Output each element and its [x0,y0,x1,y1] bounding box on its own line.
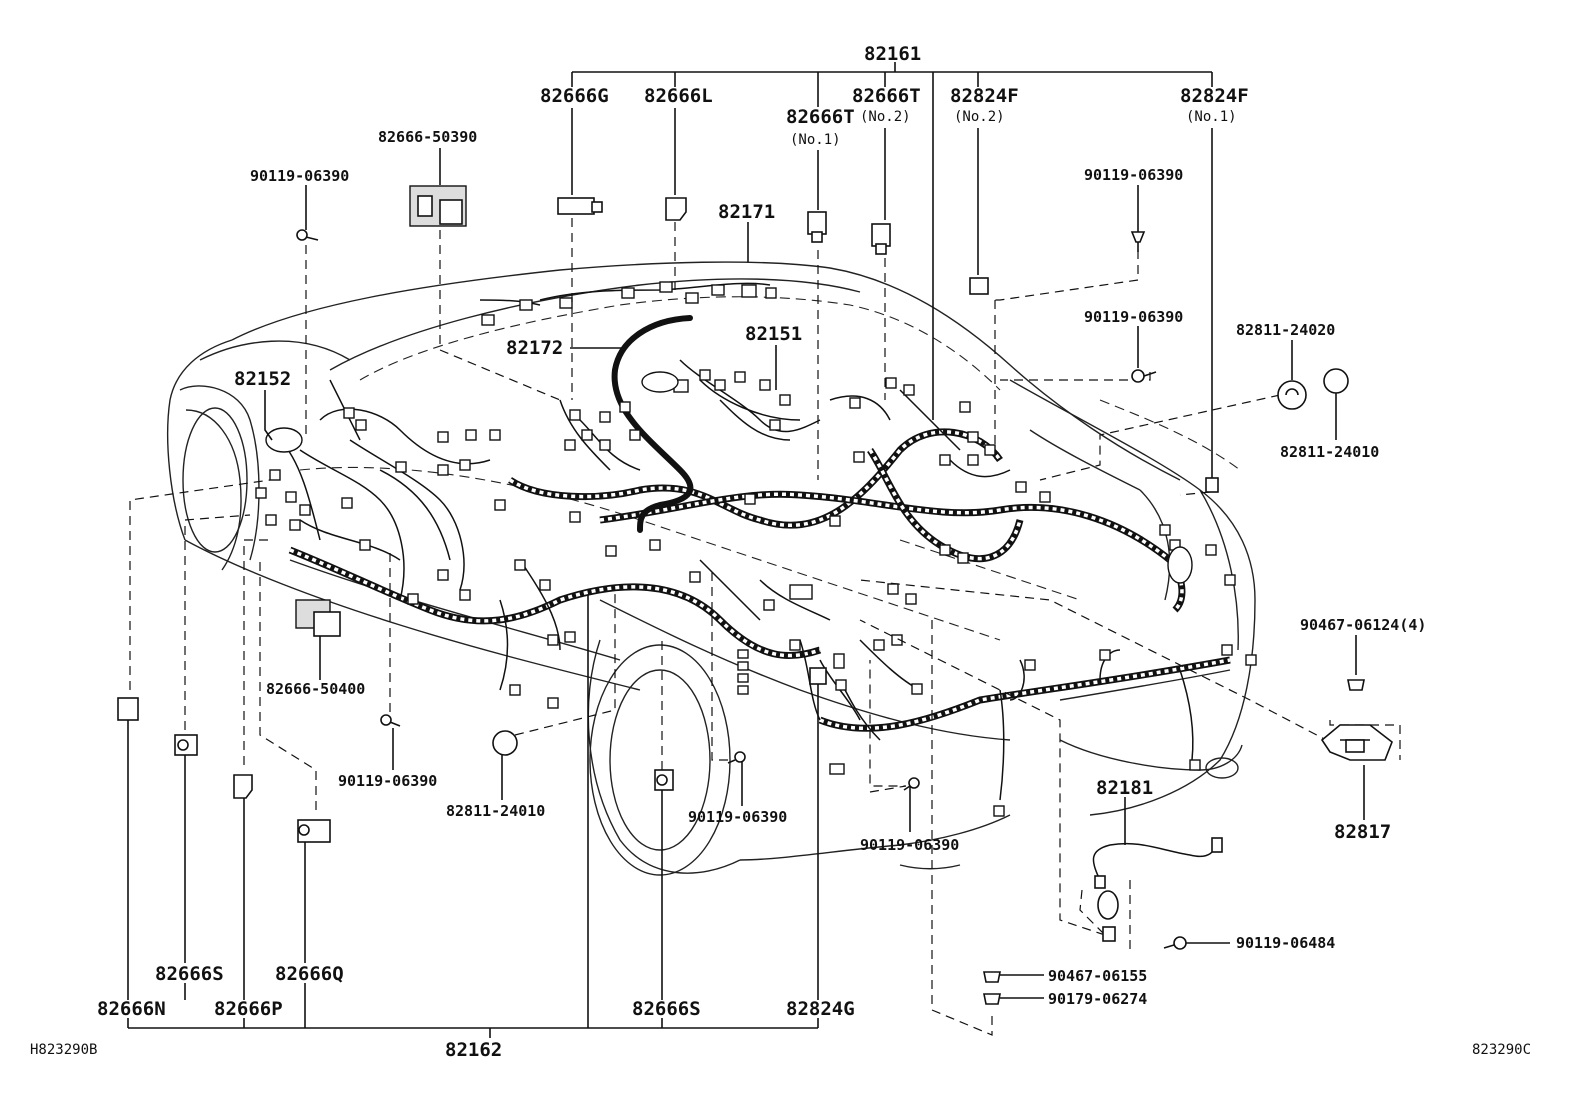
harness-82162-floor [288,546,1231,732]
connector-82666S-a [174,734,198,756]
connector-82824F-no2 [969,277,989,295]
grommet-82811-24010-a [1323,368,1349,394]
nut-90467-06155 [983,971,1001,983]
label-82666-50400: 82666-50400 [266,680,365,698]
label-82666T-no2-sub: (No.2) [860,109,911,125]
label-90119-06390-d: 90119-06390 [338,772,437,790]
wire-82181 [1092,837,1223,942]
harness-branch-wires [279,282,1194,801]
label-90119-06390-b: 90119-06390 [1084,166,1183,184]
label-82824G: 82824G [786,998,855,1020]
dashed-leaders [129,218,1401,1036]
label-82811-24020: 82811-24020 [1236,321,1335,339]
bolt-90119-06390-d [380,714,401,727]
nut-90179-06274 [983,993,1001,1005]
label-82666L: 82666L [644,85,713,107]
label-82666N: 82666N [97,998,166,1020]
leader-lines [127,62,1365,1038]
label-82181: 82181 [1096,777,1153,799]
bolt-90119-06390-e [727,751,746,764]
label-82666T-no1: 82666T [786,106,855,128]
parts [117,185,1393,1005]
sensor-82817 [1320,724,1393,761]
harness-82161-main [508,428,1186,613]
label-82172: 82172 [506,337,563,359]
connector-82666-50390 [409,185,467,227]
part-labels: 82161 82666G 82666L 82666T (No.1) 82666T… [30,43,1531,1061]
label-82666Q: 82666Q [275,963,344,985]
connector-82824F-no1 [1205,477,1219,493]
bolt-90119-06390-c [1131,369,1157,383]
connector-82824G [809,667,827,685]
label-82817: 82817 [1334,821,1391,843]
label-82666G: 82666G [540,85,609,107]
connector-82666T-no2 [871,223,891,255]
label-82171: 82171 [718,201,775,223]
label-82824F-no1-sub: (No.1) [1186,109,1237,125]
label-82151: 82151 [745,323,802,345]
label-90119-06390-e: 90119-06390 [688,808,787,826]
label-82666T-no2: 82666T [852,85,921,107]
label-82666-50390: 82666-50390 [378,128,477,146]
label-82824F-no2-sub: (No.2) [954,109,1005,125]
label-90119-06390-c: 90119-06390 [1084,308,1183,326]
label-82811-24010-a: 82811-24010 [1280,443,1379,461]
label-82152: 82152 [234,368,291,390]
label-90467-06124-4: 90467-06124(4) [1300,616,1426,634]
harness-connectors [255,281,1257,817]
grommet-82811-24020 [1277,380,1307,410]
bolt-90119-06484 [1163,936,1187,950]
connector-82666-50400 [295,599,341,637]
label-90119-06390-f: 90119-06390 [860,836,959,854]
label-82666T-no1-sub: (No.1) [790,132,841,148]
connector-82666P [233,774,253,799]
connector-82666G [557,197,603,215]
label-90467-06155: 90467-06155 [1048,967,1147,985]
grommet-82811-24010-b [492,730,518,756]
label-82824F-no2: 82824F [950,85,1019,107]
label-82824F-no1: 82824F [1180,85,1249,107]
label-82666S-b: 82666S [632,998,701,1020]
connector-82666L [665,197,687,221]
label-82162: 82162 [445,1039,502,1061]
drawing-ref-left: H823290B [30,1042,97,1058]
label-90179-06274: 90179-06274 [1048,990,1147,1008]
label-82161: 82161 [864,43,921,65]
bolt-90119-06390-a [296,229,319,241]
label-82666P: 82666P [214,998,283,1020]
bolt-90119-06390-f [903,777,920,791]
drawing-ref-right: 823290C [1472,1042,1531,1058]
label-90119-06390-a: 90119-06390 [250,167,349,185]
bolt-90119-06390-b [1130,231,1146,252]
harness-82172-thick [611,315,694,533]
nut-90467-06124 [1347,679,1365,691]
connector-82666Q [297,819,331,843]
label-82811-24010-b: 82811-24010 [446,802,545,820]
connector-82666N [117,697,139,721]
connector-82666T-no1 [807,211,827,243]
connector-82666S-b [654,769,674,791]
label-82666S-a: 82666S [155,963,224,985]
label-90119-06484: 90119-06484 [1236,934,1335,952]
